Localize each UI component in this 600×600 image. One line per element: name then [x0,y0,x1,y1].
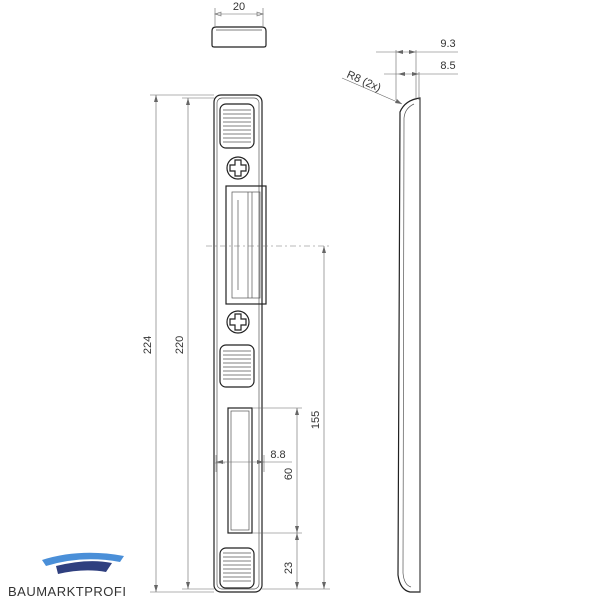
dim-bottom-offset: 23 [283,533,299,589]
end-cap-view: 20 [211,1,267,48]
strike-plate-front-view [213,94,267,593]
baumarktprofi-logo: BAUMARKTPROFI [8,552,126,599]
lower-slot [227,407,253,534]
grip-pad-icon [219,547,255,589]
dim-slot-to-center: 155 [206,245,330,590]
dim-slot-width: 8.8 [214,449,292,472]
dim-radius-label: R8 (2x) [345,69,383,95]
dim-overall-length: 224 [142,94,214,593]
dim-overall-label: 224 [142,336,154,354]
grip-pad-icon [219,103,255,149]
grip-pad-icon [219,344,255,388]
dim-top-width: 20 [233,1,245,13]
screw-hole-icon [226,156,250,180]
dim-8-8-label: 8.8 [270,449,285,461]
dim-155-label: 155 [310,411,322,429]
dim-inner-label: 220 [174,336,186,354]
strike-plate-side-view: 9.3 8.5 R8 (2x) [341,38,458,593]
dim-8-5-label: 8.5 [440,60,455,72]
logo-swoosh-light [42,552,124,566]
dim-inner-length: 220 [174,97,214,590]
logo-text: BAUMARKTPROFI [8,584,126,599]
latch-pocket [225,185,267,305]
dim-9-3-label: 9.3 [440,38,455,50]
screw-hole-icon [226,310,250,334]
dim-60-label: 60 [283,468,295,480]
dim-slot-length: 60 [252,407,302,534]
logo-swoosh-dark [56,561,112,574]
dim-23-label: 23 [283,562,295,574]
